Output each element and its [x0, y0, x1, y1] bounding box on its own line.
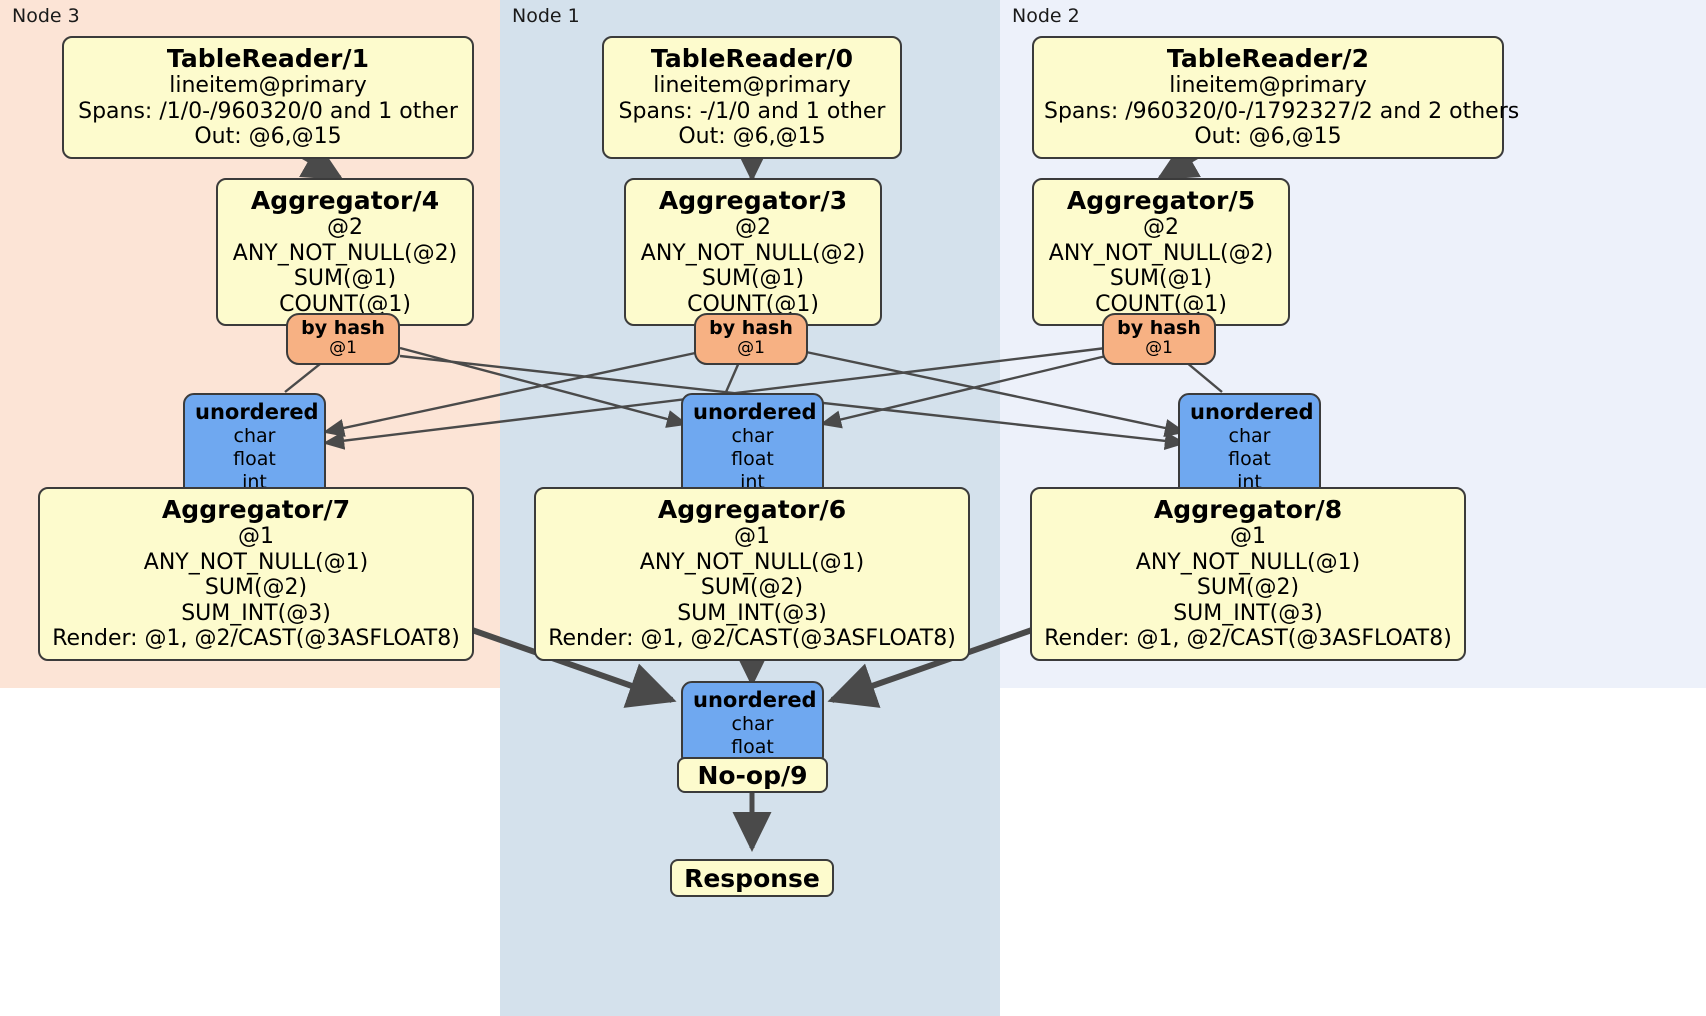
processor-title: Aggregator/6	[657, 495, 847, 524]
router-unordered-center[interactable]: unordered char float int	[681, 393, 824, 502]
processor-detail-spans: Spans: -/1/0 and 1 other	[618, 98, 886, 124]
router-type-char: char	[233, 425, 276, 448]
processor-detail-out: Out: @6,@15	[194, 124, 342, 150]
router-title: unordered	[693, 400, 817, 424]
processor-detail-render: Render: @1, @2/CAST(@3ASFLOAT8)	[548, 626, 956, 652]
node-panel-label-node2: Node 2	[1012, 5, 1080, 27]
processor-aggregator-3[interactable]: Aggregator/3 @2 ANY_NOT_NULL(@2) SUM(@1)…	[624, 178, 882, 327]
router-by-hash-left[interactable]: by hash @1	[286, 313, 400, 366]
processor-aggregator-8[interactable]: Aggregator/8 @1 ANY_NOT_NULL(@1) SUM(@2)…	[1030, 487, 1466, 661]
router-type-float: float	[731, 735, 774, 758]
node-panel-label-node3: Node 3	[12, 5, 80, 27]
processor-detail-table: lineitem@primary	[169, 73, 367, 98]
processor-title: TableReader/0	[650, 44, 854, 73]
router-title: unordered	[1190, 400, 1314, 424]
router-detail-col: @1	[329, 338, 357, 359]
processor-detail-group: @1	[734, 524, 770, 549]
node-panel-label-node1: Node 1	[512, 5, 580, 27]
processor-aggregator-4[interactable]: Aggregator/4 @2 ANY_NOT_NULL(@2) SUM(@1)…	[216, 178, 474, 327]
processor-title: No-op/9	[697, 760, 808, 790]
router-unordered-final[interactable]: unordered char float	[681, 681, 824, 767]
processor-detail-table: lineitem@primary	[1169, 73, 1367, 98]
processor-detail-agg3: COUNT(@1)	[1095, 291, 1227, 317]
processor-detail-agg3: SUM_INT(@3)	[677, 600, 827, 626]
processor-tablereader-1[interactable]: TableReader/1 lineitem@primary Spans: /1…	[62, 36, 474, 159]
processor-title: Aggregator/7	[161, 495, 351, 524]
router-type-char: char	[1228, 425, 1271, 448]
processor-detail-table: lineitem@primary	[653, 73, 851, 98]
processor-title: TableReader/1	[166, 44, 370, 73]
router-title: unordered	[693, 688, 817, 712]
processor-detail-agg1: ANY_NOT_NULL(@2)	[640, 240, 866, 266]
processor-title: Aggregator/4	[250, 186, 440, 215]
processor-title: TableReader/2	[1166, 44, 1370, 73]
processor-detail-agg1: ANY_NOT_NULL(@2)	[1048, 240, 1274, 266]
processor-detail-out: Out: @6,@15	[678, 124, 826, 150]
router-detail-col: @1	[1145, 338, 1173, 359]
router-title: unordered	[195, 400, 319, 424]
processor-detail-agg3: COUNT(@1)	[687, 291, 819, 317]
router-title: by hash	[709, 317, 793, 339]
router-detail-col: @1	[737, 338, 765, 359]
router-unordered-right[interactable]: unordered char float int	[1178, 393, 1321, 502]
router-title: by hash	[301, 317, 385, 339]
processor-detail-agg1: ANY_NOT_NULL(@1)	[639, 549, 865, 575]
processor-detail-spans: Spans: /1/0-/960320/0 and 1 other	[78, 98, 458, 124]
processor-detail-agg3: COUNT(@1)	[279, 291, 411, 317]
router-type-float: float	[1228, 447, 1271, 470]
router-type-float: float	[233, 447, 276, 470]
processor-tablereader-2[interactable]: TableReader/2 lineitem@primary Spans: /9…	[1032, 36, 1520, 159]
processor-detail-out: Out: @6,@15	[1194, 124, 1342, 150]
processor-detail-agg2: SUM(@2)	[700, 575, 804, 601]
processor-aggregator-7[interactable]: Aggregator/7 @1 ANY_NOT_NULL(@1) SUM(@2)…	[38, 487, 474, 661]
processor-title: Response	[684, 863, 820, 893]
processor-title: Aggregator/8	[1153, 495, 1343, 524]
processor-noop-9[interactable]: No-op/9	[677, 757, 828, 793]
processor-detail-group: @2	[1143, 215, 1179, 240]
processor-detail-agg2: SUM(@1)	[701, 266, 805, 292]
router-by-hash-right[interactable]: by hash @1	[1102, 313, 1216, 366]
processor-detail-render: Render: @1, @2/CAST(@3ASFLOAT8)	[1044, 626, 1452, 652]
processor-detail-group: @1	[238, 524, 274, 549]
router-type-float: float	[731, 447, 774, 470]
processor-detail-group: @2	[327, 215, 363, 240]
processor-detail-agg3: SUM_INT(@3)	[181, 600, 331, 626]
processor-detail-agg2: SUM(@1)	[293, 266, 397, 292]
processor-detail-agg3: SUM_INT(@3)	[1173, 600, 1323, 626]
processor-aggregator-6[interactable]: Aggregator/6 @1 ANY_NOT_NULL(@1) SUM(@2)…	[534, 487, 970, 661]
processor-detail-agg2: SUM(@2)	[204, 575, 308, 601]
router-type-char: char	[731, 713, 774, 736]
processor-detail-agg2: SUM(@1)	[1109, 266, 1213, 292]
processor-detail-agg1: ANY_NOT_NULL(@2)	[232, 240, 458, 266]
processor-detail-group: @2	[735, 215, 771, 240]
processor-title: Aggregator/5	[1066, 186, 1256, 215]
processor-detail-agg1: ANY_NOT_NULL(@1)	[1135, 549, 1361, 575]
processor-title: Aggregator/3	[658, 186, 848, 215]
processor-detail-agg1: ANY_NOT_NULL(@1)	[143, 549, 369, 575]
router-type-char: char	[731, 425, 774, 448]
processor-aggregator-5[interactable]: Aggregator/5 @2 ANY_NOT_NULL(@2) SUM(@1)…	[1032, 178, 1290, 327]
router-title: by hash	[1117, 317, 1201, 339]
processor-detail-render: Render: @1, @2/CAST(@3ASFLOAT8)	[52, 626, 460, 652]
processor-detail-agg2: SUM(@2)	[1196, 575, 1300, 601]
router-unordered-left[interactable]: unordered char float int	[183, 393, 326, 502]
processor-detail-group: @1	[1230, 524, 1266, 549]
router-by-hash-center[interactable]: by hash @1	[694, 313, 808, 366]
processor-tablereader-0[interactable]: TableReader/0 lineitem@primary Spans: -/…	[602, 36, 902, 159]
processor-detail-spans: Spans: /960320/0-/1792327/2 and 2 others	[1044, 98, 1520, 124]
processor-response[interactable]: Response	[670, 859, 834, 897]
